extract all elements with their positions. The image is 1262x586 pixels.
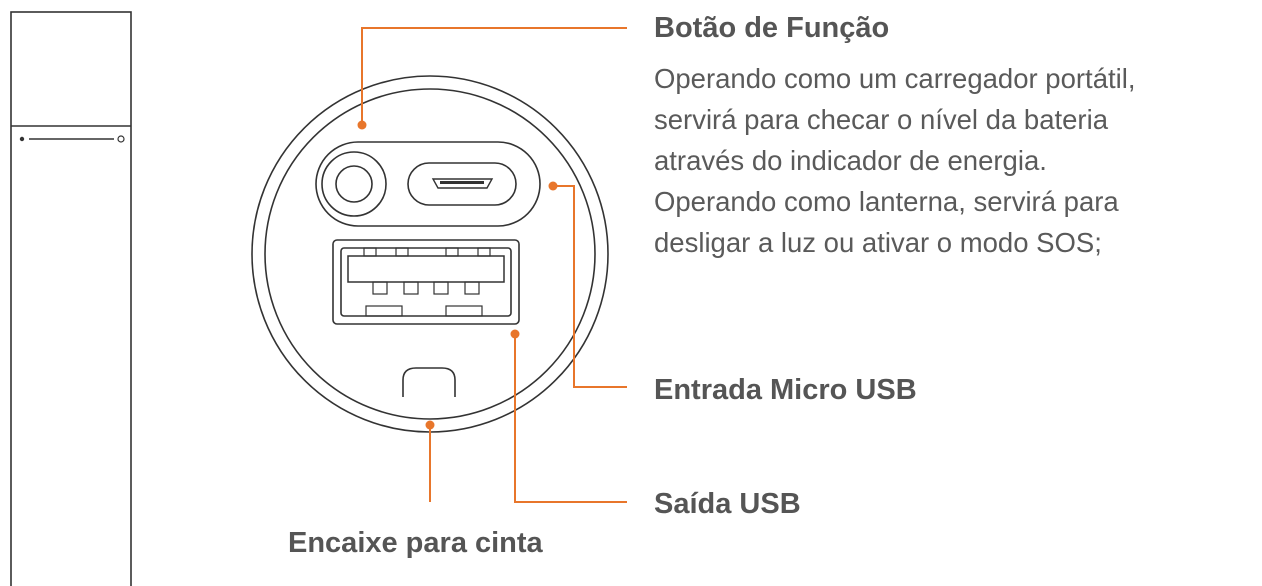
strap-slot-graphic: [402, 367, 456, 397]
indicator-dot: [19, 136, 25, 142]
usb-port-graphic: [332, 239, 520, 325]
callout-dot-function-button: [357, 120, 367, 130]
function-button-description: Operando como um carregador portátil, se…: [654, 58, 1136, 263]
label-micro-usb-input: Entrada Micro USB: [654, 374, 917, 406]
description-line: através do indicador de energia.: [654, 145, 1047, 176]
label-strap-slot: Encaixe para cinta: [288, 527, 543, 559]
description-line: Operando como lanterna, servirá para: [654, 186, 1119, 217]
callout-dot-usb-output: [510, 329, 520, 339]
micro-usb-port-graphic: [407, 162, 517, 206]
outer-rim: [251, 75, 609, 433]
description-line: desligar a luz ou ativar o modo SOS;: [654, 227, 1102, 258]
indicator-ring: [117, 135, 125, 143]
callout-line-micro-usb: [553, 185, 627, 388]
callout-dot-strap-slot: [425, 420, 435, 430]
device-body-outline: [10, 11, 132, 586]
label-function-button: Botão de Função: [654, 12, 890, 44]
device-side-view: [10, 11, 132, 586]
inner-rim: [264, 88, 596, 420]
description-line: Operando como um carregador portátil,: [654, 63, 1136, 94]
callout-dot-micro-usb: [548, 181, 558, 191]
description-line: servirá para checar o nível da bateria: [654, 104, 1108, 135]
device-end-view: [251, 75, 609, 433]
callout-line-usb-output: [514, 334, 627, 503]
port-housing: [315, 141, 541, 227]
callout-line-function-button: [361, 27, 627, 125]
function-button-graphic: [321, 151, 387, 217]
label-usb-output: Saída USB: [654, 488, 801, 520]
